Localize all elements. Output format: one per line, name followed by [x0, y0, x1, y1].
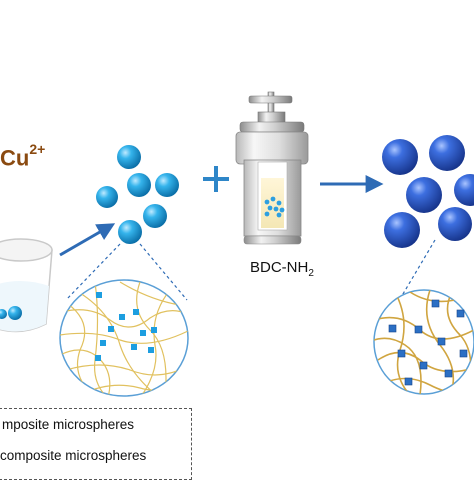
node: [414, 325, 423, 334]
zoom-line-right: [139, 243, 188, 301]
large-bead: [454, 174, 474, 206]
beaker-bead-1: [0, 309, 7, 319]
autoclave-reactor: [235, 91, 309, 245]
node: [96, 292, 102, 298]
node: [459, 349, 468, 358]
small-bead: [117, 145, 141, 169]
large-bead: [438, 207, 472, 241]
reactor-particle: [273, 206, 279, 212]
legend-item-2: composite microspheres: [0, 448, 147, 463]
node: [140, 330, 146, 336]
copper-symbol: Cu: [0, 145, 30, 171]
node: [151, 327, 157, 333]
large-bead: [406, 177, 442, 213]
zoom-line-large: [383, 239, 436, 327]
reactor-particle: [264, 211, 270, 217]
small-bead-zoom: [59, 279, 189, 397]
node: [431, 299, 440, 308]
node: [404, 377, 413, 386]
node: [437, 337, 446, 346]
small-bead: [118, 220, 142, 244]
small-bead: [127, 173, 151, 197]
large-beads-cluster: [382, 135, 474, 248]
large-bead: [382, 139, 418, 175]
node: [388, 324, 397, 333]
beaker-bead-2: [8, 306, 22, 320]
small-bead: [96, 186, 118, 208]
plus-sign: [203, 166, 229, 192]
small-bead: [155, 173, 179, 197]
legend-item-1: mposite microspheres: [2, 417, 135, 432]
large-bead: [429, 135, 465, 171]
reactor-particle: [279, 207, 285, 213]
node: [419, 361, 428, 370]
small-beads-cluster: [96, 145, 179, 244]
node: [133, 309, 139, 315]
linker-label: BDC-NH2: [250, 259, 314, 279]
node: [108, 326, 114, 332]
node: [148, 347, 154, 353]
arrow-beaker-to-beads: [59, 223, 116, 257]
reactor-particle: [276, 212, 282, 218]
beaker: [0, 238, 53, 333]
large-bead-zoom: [373, 289, 474, 395]
node: [119, 314, 125, 320]
node: [397, 349, 406, 358]
copper-ion-label: Cu2+: [0, 141, 46, 171]
linker-subscript: 2: [308, 268, 314, 279]
node: [131, 344, 137, 350]
node: [100, 340, 106, 346]
node: [456, 309, 465, 318]
copper-charge: 2+: [29, 141, 46, 157]
small-bead: [143, 204, 167, 228]
reactor-particle: [270, 196, 276, 202]
node: [444, 369, 453, 378]
zoom-line-left: [65, 243, 121, 301]
node: [95, 355, 101, 361]
linker-name: BDC-NH: [250, 259, 309, 276]
reactor-particle: [276, 200, 282, 206]
reactor-particle: [264, 199, 270, 205]
large-bead: [384, 212, 420, 248]
reactor-particle: [267, 205, 273, 211]
